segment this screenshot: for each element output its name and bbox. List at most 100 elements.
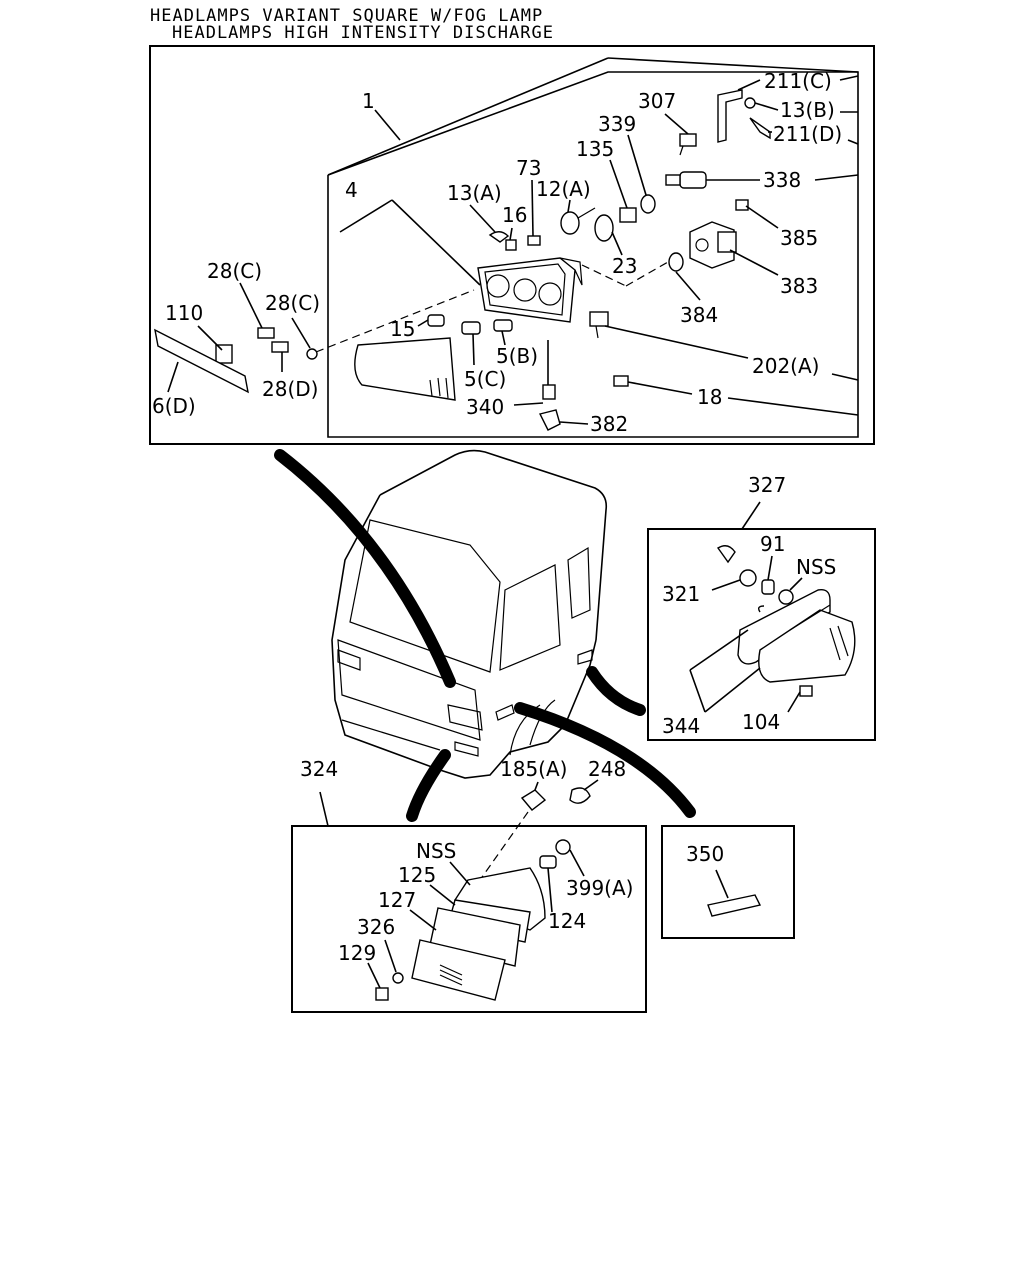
leader-23 bbox=[611, 231, 623, 256]
washer-326-part bbox=[392, 972, 404, 984]
callout-307: 307 bbox=[638, 89, 676, 113]
callout-4: 4 bbox=[345, 178, 358, 202]
leader-211d-right bbox=[847, 139, 859, 145]
bulb-12a-part bbox=[560, 207, 596, 235]
leader-338-right bbox=[814, 174, 859, 181]
callout-15: 15 bbox=[390, 317, 415, 341]
bulb-91-part bbox=[761, 579, 775, 595]
marker-frame bbox=[661, 825, 795, 939]
leader-307 bbox=[664, 113, 689, 135]
callout-23: 23 bbox=[612, 254, 637, 278]
leader-16 bbox=[509, 227, 513, 241]
callout-340: 340 bbox=[466, 395, 504, 419]
connector-382-part bbox=[538, 409, 561, 431]
socket-321-part bbox=[739, 569, 757, 587]
callout-1: 1 bbox=[362, 89, 375, 113]
clip-13a-part bbox=[488, 231, 510, 243]
callout-104: 104 bbox=[742, 710, 780, 734]
callout-385: 385 bbox=[780, 226, 818, 250]
headlamp-panel-frame bbox=[149, 45, 875, 445]
title-line-2: HEADLAMPS HIGH INTENSITY DISCHARGE bbox=[172, 23, 554, 43]
leader-211c bbox=[737, 79, 761, 91]
callout-248: 248 bbox=[588, 757, 626, 781]
callout-91: 91 bbox=[760, 532, 785, 556]
clip-13b-part bbox=[744, 97, 756, 109]
callout-383: 383 bbox=[780, 274, 818, 298]
callout-6d: 6(D) bbox=[152, 394, 196, 418]
leader-248 bbox=[583, 779, 599, 791]
callout-211c: 211(C) bbox=[764, 69, 832, 93]
leader-382 bbox=[559, 421, 589, 425]
callout-135: 135 bbox=[576, 137, 614, 161]
leader-18 bbox=[627, 381, 693, 395]
nut-28c-b-part bbox=[306, 348, 318, 360]
socket-338-part bbox=[665, 171, 707, 189]
pointer-curve-marker bbox=[514, 702, 696, 818]
part-135 bbox=[619, 207, 637, 223]
leader-5b bbox=[501, 330, 506, 346]
callout-18: 18 bbox=[697, 385, 722, 409]
headlamp-assembly-panel: 1 4 13(A) 16 73 bbox=[149, 45, 875, 445]
leader-6d bbox=[167, 361, 179, 393]
callout-16: 16 bbox=[502, 203, 527, 227]
callout-350: 350 bbox=[686, 842, 724, 866]
callout-12a: 12(A) bbox=[536, 177, 591, 201]
leader-18-right bbox=[727, 397, 859, 416]
headlamp-housing-part bbox=[477, 257, 583, 323]
side-lamp-frame bbox=[647, 528, 876, 741]
screw-129-part bbox=[375, 987, 389, 1001]
leader-185a bbox=[534, 781, 539, 791]
headlamp-inner-frame bbox=[327, 71, 859, 438]
callout-338: 338 bbox=[763, 168, 801, 192]
connector-202a-part bbox=[589, 311, 609, 339]
frame-edge-top bbox=[327, 57, 609, 176]
bolt-28d-part bbox=[271, 341, 289, 353]
leader-326 bbox=[384, 939, 397, 973]
leader-110 bbox=[197, 325, 223, 351]
leader-327 bbox=[741, 501, 761, 530]
callout-185a: 185(A) bbox=[500, 757, 567, 781]
leader-202a-right bbox=[831, 373, 859, 381]
part-340 bbox=[542, 384, 556, 400]
callout-202a: 202(A) bbox=[752, 354, 819, 378]
callout-73: 73 bbox=[516, 156, 541, 180]
leader-321 bbox=[711, 579, 741, 591]
leader-124 bbox=[547, 867, 553, 913]
callout-125: 125 bbox=[398, 863, 436, 887]
leader-91 bbox=[767, 555, 773, 581]
bracket-211c-part bbox=[717, 89, 743, 143]
leader-5c bbox=[472, 333, 475, 366]
leader-339 bbox=[627, 134, 647, 196]
screw-73-part bbox=[527, 235, 541, 246]
callout-339: 339 bbox=[598, 112, 636, 136]
leader-104 bbox=[787, 691, 801, 713]
leader-385 bbox=[745, 205, 779, 229]
pointer-curve-side-lamp bbox=[586, 666, 646, 716]
callout-382: 382 bbox=[590, 412, 628, 436]
clip-part bbox=[757, 605, 765, 613]
dash-clip-lamp bbox=[479, 811, 529, 881]
part-307 bbox=[679, 133, 697, 156]
callout-28d: 28(D) bbox=[262, 377, 318, 401]
socket-part bbox=[716, 545, 736, 564]
bracket-110-part bbox=[215, 344, 233, 364]
callout-5b: 5(B) bbox=[496, 344, 538, 368]
callout-326: 326 bbox=[357, 915, 395, 939]
front-lamp-body-part bbox=[411, 867, 546, 1001]
bulb-124-part bbox=[539, 855, 557, 869]
bulb-5c-part bbox=[461, 321, 481, 335]
leader-1 bbox=[374, 109, 401, 141]
leader-399a bbox=[569, 849, 585, 877]
bracket-211d-part bbox=[749, 117, 771, 140]
leader-340 bbox=[513, 402, 544, 406]
leader-13b bbox=[754, 102, 779, 111]
leader-127 bbox=[409, 909, 437, 931]
oring-384-part bbox=[668, 252, 684, 272]
leader-384 bbox=[675, 271, 701, 301]
callout-13a: 13(A) bbox=[447, 181, 502, 205]
callout-28c-b: 28(C) bbox=[265, 291, 320, 315]
oring-339-part bbox=[640, 194, 656, 214]
dash-housing-ballast bbox=[581, 264, 627, 287]
leader-15 bbox=[417, 319, 429, 327]
front-lamp-panel: 324 185(A) 248 NSS 125 127 326 129 bbox=[291, 757, 647, 1013]
